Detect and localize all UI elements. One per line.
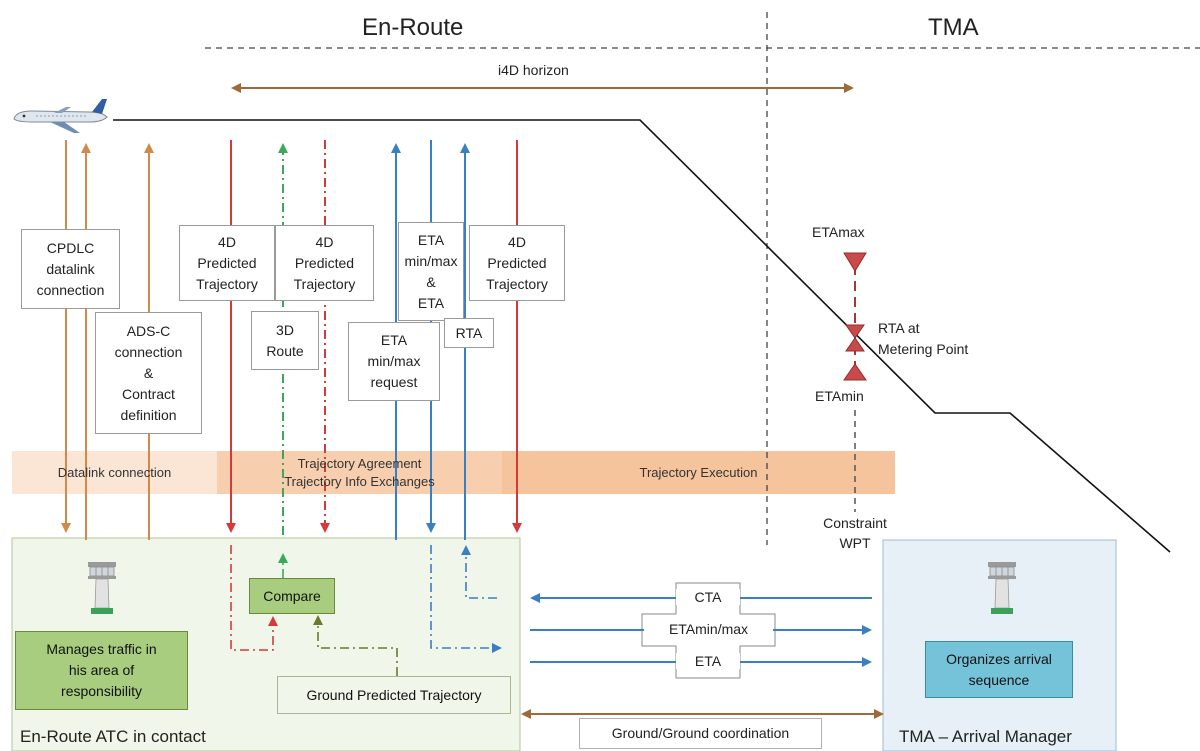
i4d-horizon-label: i4D horizon [498, 62, 569, 78]
ground-blue-flow-2 [461, 545, 497, 599]
eta-max-label: ETAmax [812, 224, 865, 240]
phase-execution-band [502, 451, 895, 494]
eta-min-label: ETAmin [815, 388, 864, 404]
phase-execution-label: Trajectory Execution [639, 464, 758, 480]
ground-blue-flow-1 [430, 545, 502, 653]
predicted-trajectory-box-3: 4D Predicted Trajectory [469, 225, 565, 301]
predicted-trajectory-box-2: 4D Predicted Trajectory [275, 225, 374, 301]
airplane-icon [13, 99, 108, 133]
phase-datalink-band [12, 451, 217, 494]
flight-profile-line [113, 119, 1171, 553]
predicted-trajectory-box-1: 4D Predicted Trajectory [179, 225, 275, 301]
organizes-arrival-box: Organizes arrival sequence [925, 641, 1073, 698]
compare-box: Compare [249, 578, 335, 614]
phase-agreement-label: Trajectory Agreement Trajectory Info Exc… [284, 455, 435, 489]
eta-coord-label: ETA [676, 653, 740, 669]
tma-header: TMA [928, 14, 979, 41]
en-route-header: En-Route [362, 14, 464, 41]
rta-bowtie-bottom [845, 337, 865, 352]
adsc-contract-box: ADS-C connection & Contract definition [95, 312, 202, 434]
ground-ground-coordination-box: Ground/Ground coordination [579, 718, 822, 749]
ground-predicted-trajectory-box: Ground Predicted Trajectory [277, 676, 511, 714]
ground-red-flow [230, 545, 278, 651]
ground-olive-flow [313, 615, 398, 676]
eta-max-triangle [843, 252, 867, 272]
cta-label: CTA [676, 589, 740, 605]
rta-bowtie-top [845, 324, 865, 339]
rta-box: RTA [444, 318, 494, 348]
constraint-wpt-label: Constraint WPT [823, 515, 887, 551]
rta-metering-label: RTA at Metering Point [878, 320, 969, 357]
phase-agreement-band [217, 451, 502, 494]
manages-traffic-box: Manages traffic in his area of responsib… [15, 631, 188, 710]
phase-datalink-label: Datalink connection [57, 464, 172, 480]
control-tower-icon [88, 562, 116, 614]
eta-minmax-request-box: ETA min/max request [348, 322, 440, 401]
route-3d-box: 3D Route [251, 311, 319, 370]
enroute-atc-title: En-Route ATC in contact [20, 727, 206, 746]
cpdlc-datalink-box: CPDLC datalink connection [21, 229, 120, 309]
eta-min-triangle [843, 363, 867, 381]
tma-am-title: TMA – Arrival Manager [899, 727, 1072, 746]
eta-minmax-coord-label: ETAmin/max [644, 621, 773, 637]
control-tower-icon [988, 562, 1016, 614]
eta-minmax-eta-box: ETA min/max & ETA [398, 222, 464, 321]
